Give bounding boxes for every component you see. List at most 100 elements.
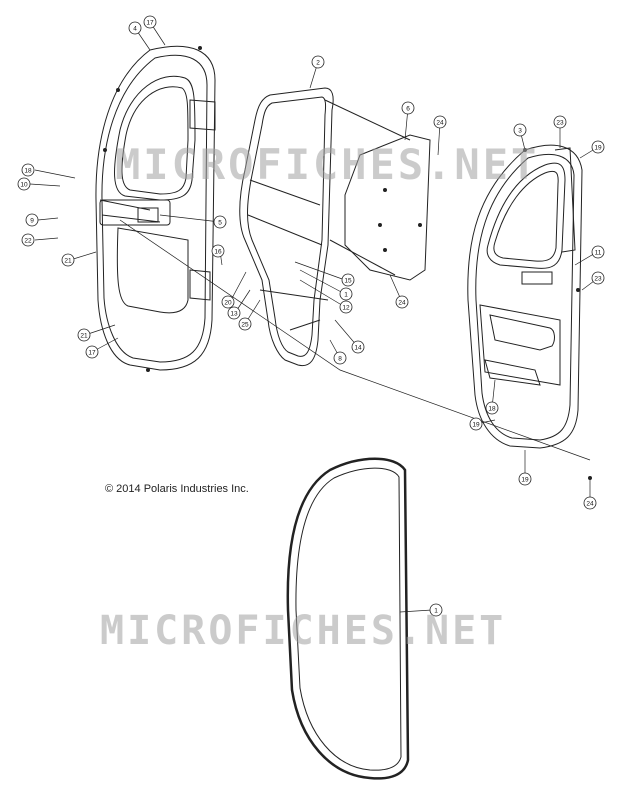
callout-18: 18	[485, 401, 499, 415]
callout-13: 13	[227, 306, 241, 320]
callout-22: 22	[21, 233, 35, 247]
callout-12: 12	[339, 300, 353, 314]
callout-circle	[213, 215, 227, 229]
callout-11: 11	[591, 245, 605, 259]
callout-label: 25	[241, 322, 249, 329]
callout-label: 10	[20, 182, 28, 189]
callout-label: 23	[556, 120, 564, 127]
callout-label: 11	[595, 250, 602, 257]
callout-label: 3	[518, 128, 522, 135]
callout-label: 1	[344, 292, 348, 299]
callout-circle	[395, 295, 409, 309]
callout-circle	[333, 351, 347, 365]
callout-label: 24	[586, 501, 594, 508]
callout-17: 17	[143, 15, 157, 29]
watermark-bottom: MICROFICHES.NET	[100, 608, 507, 654]
callout-label: 13	[230, 311, 238, 318]
callout-circle	[61, 253, 75, 267]
callout-circle	[351, 340, 365, 354]
callout-21: 21	[77, 328, 91, 342]
callout-label: 8	[338, 356, 342, 363]
callout-25: 25	[238, 317, 252, 331]
callout-label: 5	[218, 220, 222, 227]
callout-circle	[21, 233, 35, 247]
callout-label: 21	[64, 258, 72, 265]
inner-door-panel	[467, 144, 583, 449]
callout-14: 14	[351, 340, 365, 354]
callout-circle	[401, 101, 415, 115]
callout-6: 6	[401, 101, 415, 115]
callout-circle	[21, 163, 35, 177]
callout-circle	[221, 295, 235, 309]
door-frame	[239, 87, 411, 367]
callout-label: 19	[594, 145, 602, 152]
callout-19: 19	[469, 417, 483, 431]
callout-circle	[518, 472, 532, 486]
callout-label: 12	[342, 305, 350, 312]
callout-circle	[128, 21, 142, 35]
callout-circle	[25, 213, 39, 227]
callout-5: 5	[213, 215, 227, 229]
callout-label: 17	[146, 20, 154, 27]
callout-label: 2	[316, 60, 320, 67]
callout-circle	[591, 271, 605, 285]
callout-label: 21	[80, 333, 88, 340]
callout-label: 14	[354, 345, 362, 352]
callout-24: 24	[395, 295, 409, 309]
callout-label: 9	[30, 218, 34, 225]
callout-circle	[591, 140, 605, 154]
callout-circle	[311, 55, 325, 69]
callout-label: 19	[472, 422, 480, 429]
callout-8: 8	[333, 351, 347, 365]
callout-2: 2	[311, 55, 325, 69]
callout-15: 15	[341, 273, 355, 287]
callout-label: 19	[521, 477, 529, 484]
callout-label: 6	[406, 106, 410, 113]
callout-21: 21	[61, 253, 75, 267]
callout-1: 1	[339, 287, 353, 301]
callout-label: 18	[24, 168, 32, 175]
callout-label: 22	[24, 238, 32, 245]
callout-23: 23	[553, 115, 567, 129]
callout-24: 24	[433, 115, 447, 129]
callout-20: 20	[221, 295, 235, 309]
callout-circle	[553, 115, 567, 129]
leader-lines	[29, 21, 599, 613]
callout-circle	[339, 287, 353, 301]
callout-10: 10	[17, 177, 31, 191]
callout-label: 15	[344, 278, 352, 285]
callout-label: 16	[214, 249, 222, 256]
callout-circle	[469, 417, 483, 431]
callout-circle	[211, 244, 225, 258]
callout-circle	[591, 245, 605, 259]
copyright-notice: © 2014 Polaris Industries Inc.	[105, 483, 249, 495]
fastener-dots	[103, 46, 592, 480]
callout-circle	[17, 177, 31, 191]
callout-4: 4	[128, 21, 142, 35]
callout-circle	[77, 328, 91, 342]
callout-label: 17	[88, 350, 96, 357]
callout-circle	[85, 345, 99, 359]
callout-18: 18	[21, 163, 35, 177]
outer-door-panel	[95, 45, 216, 371]
callout-19: 19	[518, 472, 532, 486]
callout-1: 1	[429, 603, 443, 617]
callout-circle	[485, 401, 499, 415]
callout-circle	[583, 496, 597, 510]
callout-label: 20	[224, 300, 232, 307]
callout-circle	[429, 603, 443, 617]
callout-3: 3	[513, 123, 527, 137]
callout-16: 16	[211, 244, 225, 258]
callout-label: 1	[434, 608, 438, 615]
callout-circle	[513, 123, 527, 137]
callout-circle	[339, 300, 353, 314]
callout-17: 17	[85, 345, 99, 359]
callout-circle	[227, 306, 241, 320]
callout-label: 18	[488, 406, 496, 413]
callout-24: 24	[583, 496, 597, 510]
callout-label: 24	[398, 300, 406, 307]
callout-group: 1742624323191810922215161511220132511232…	[17, 15, 605, 617]
callout-19: 19	[591, 140, 605, 154]
